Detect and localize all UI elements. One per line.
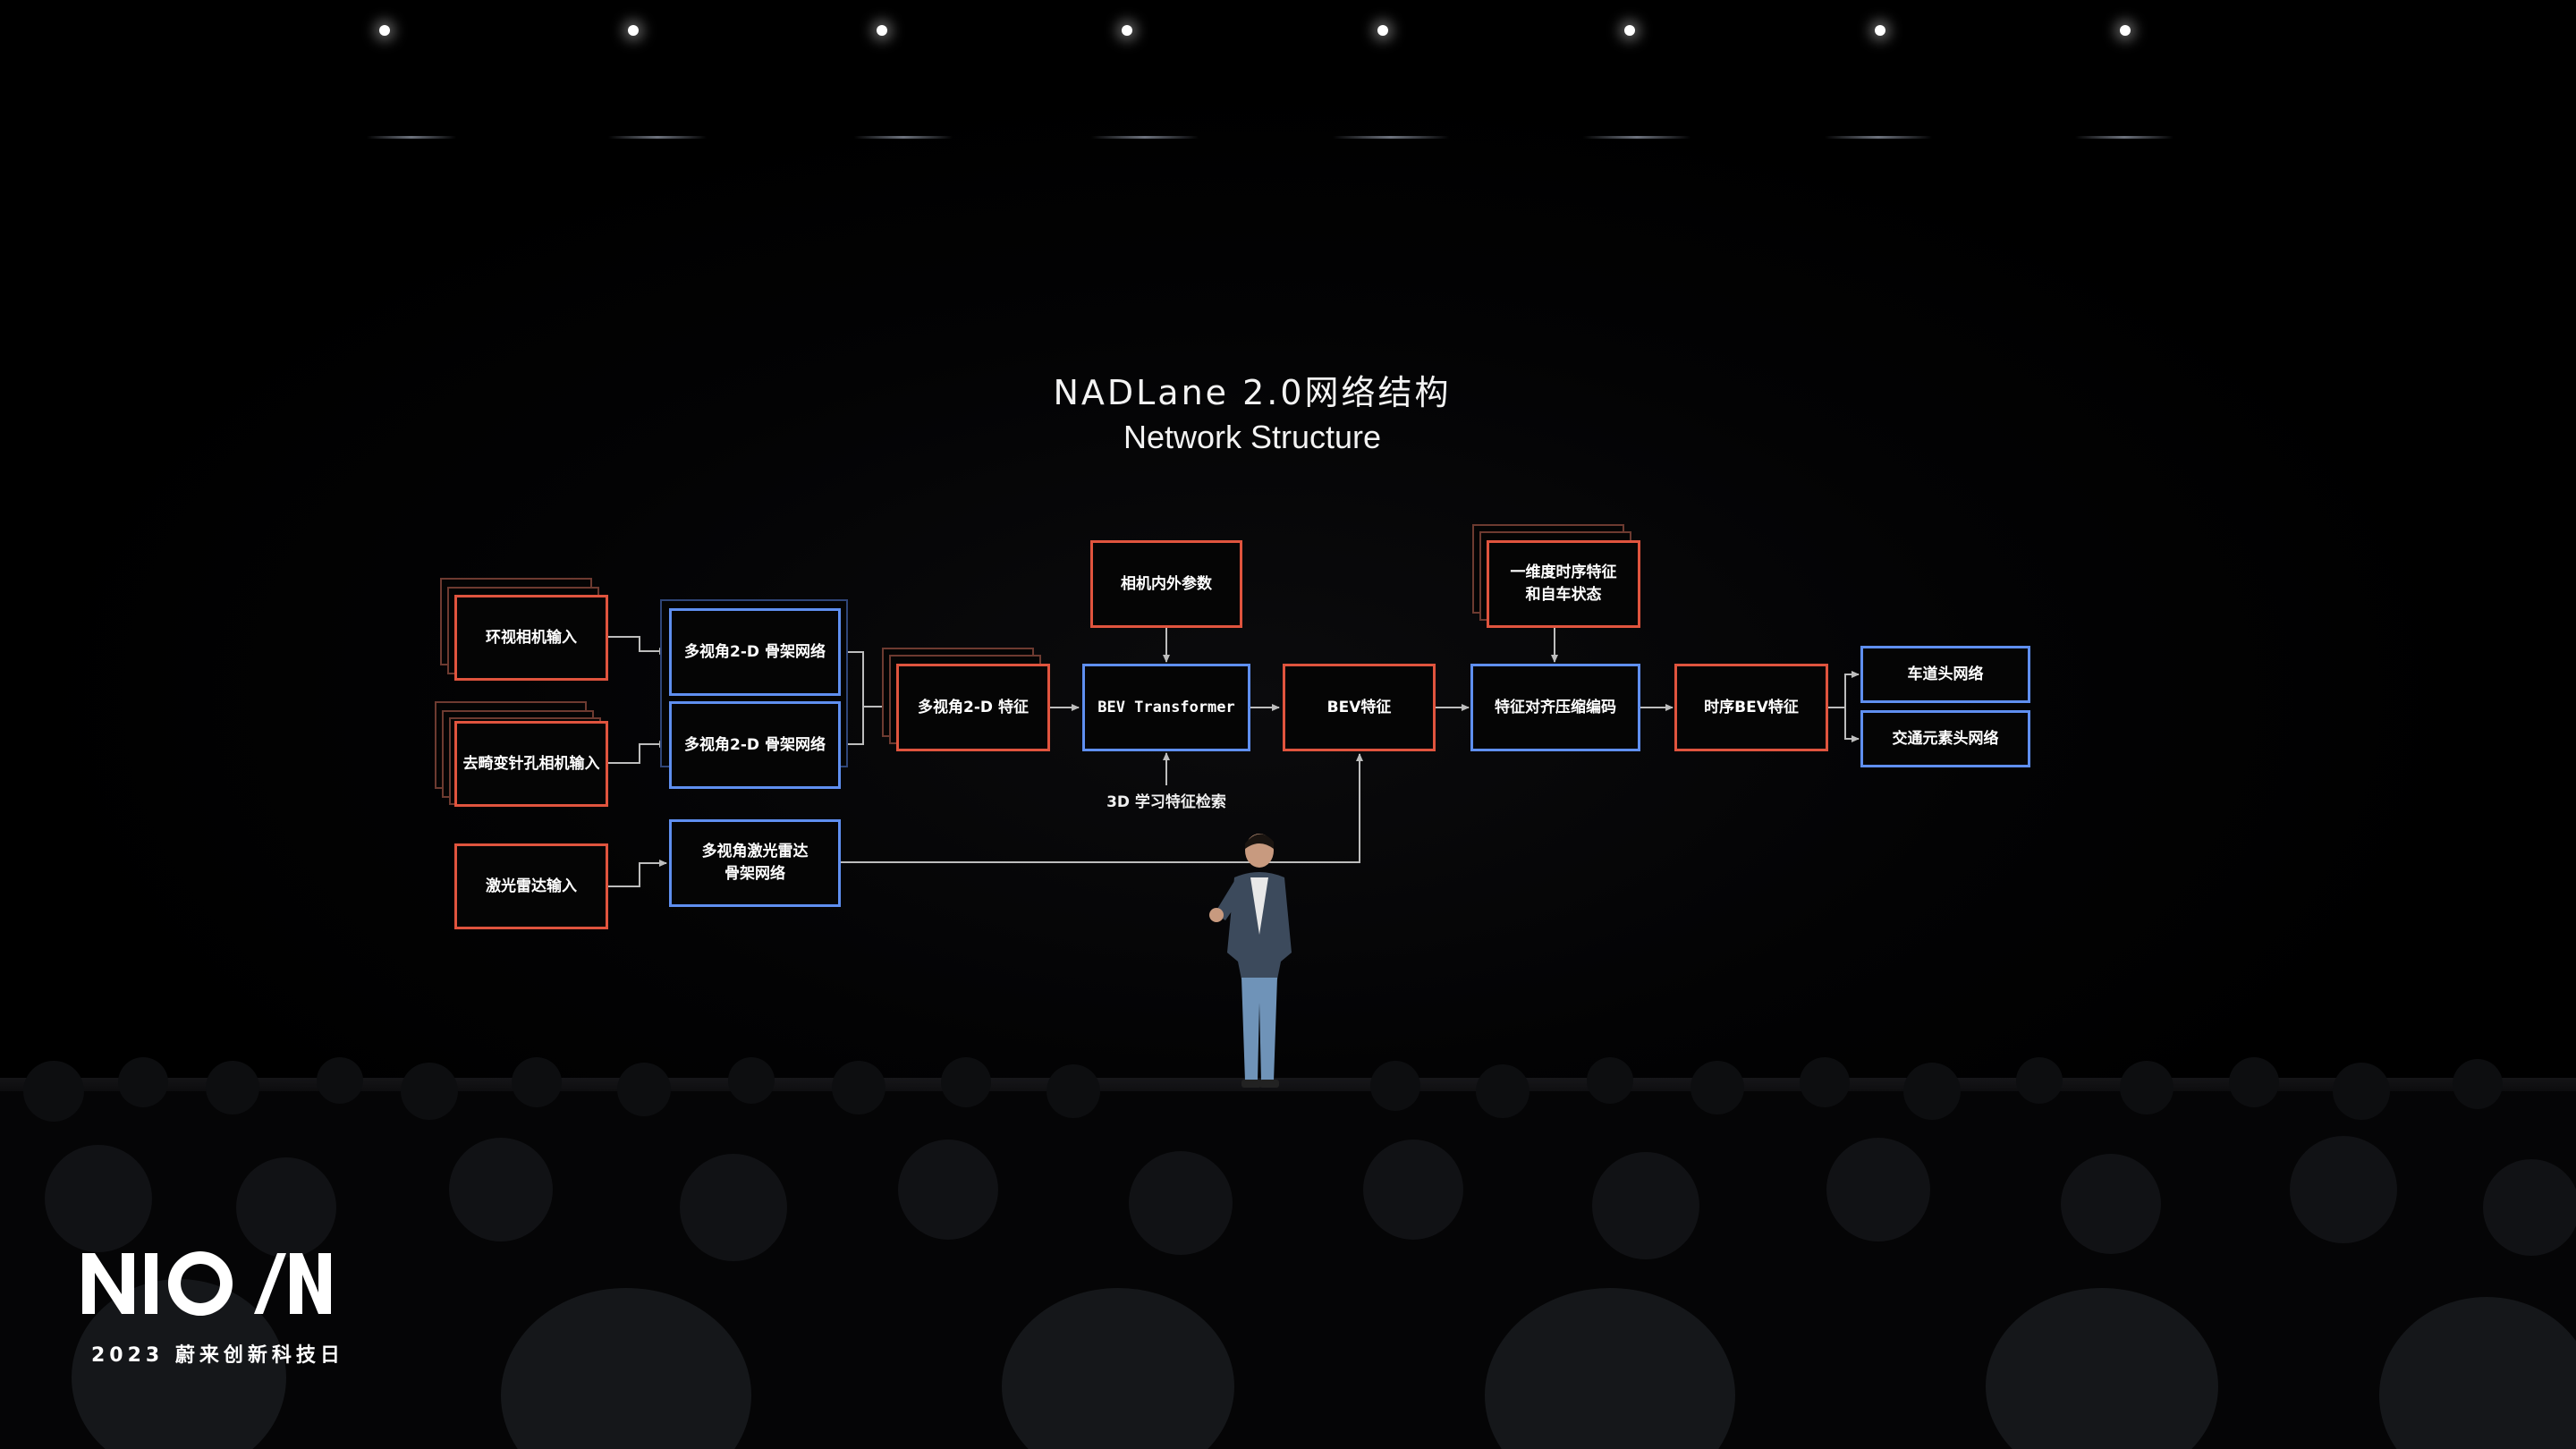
nio-in-logo-mark — [82, 1251, 331, 1316]
bev-features-box: BEV特征 — [1283, 664, 1436, 751]
slide-subtitle: Network Structure — [1123, 419, 1382, 455]
multiview-2d-features-box: 多视角2-D 特征 — [896, 664, 1050, 751]
audience-silhouettes — [0, 1057, 2576, 1449]
truss-light — [2075, 136, 2174, 139]
truss-light — [1091, 136, 1199, 139]
connector-line — [841, 651, 894, 710]
surround-camera-input-box: 环视相机输入 — [454, 595, 608, 681]
connector-line — [1828, 671, 1860, 708]
connector-line — [608, 636, 667, 655]
connector-line — [841, 707, 864, 745]
lane-head-network-box: 车道头网络 — [1860, 646, 2030, 703]
truss-light — [1583, 136, 1690, 139]
nio-in-logo — [79, 1248, 338, 1332]
connector-line — [841, 753, 1363, 863]
slide-title: NADLane 2.0网络结构 — [1053, 373, 1452, 412]
camera-params-box: 相机内外参数 — [1090, 540, 1242, 628]
connector-line — [608, 741, 667, 764]
ceiling-light — [379, 25, 390, 36]
ceiling-light — [1377, 25, 1388, 36]
traffic-element-head-network-box: 交通元素头网络 — [1860, 710, 2030, 767]
undistorted-pinhole-camera-input-box: 去畸变针孔相机输入 — [454, 721, 608, 807]
ceiling-light — [1875, 25, 1885, 36]
truss-light — [367, 136, 456, 139]
truss-light — [1333, 136, 1449, 139]
feature-align-compress-encoder-box: 特征对齐压缩编码 — [1470, 664, 1640, 751]
truss-light — [854, 136, 953, 139]
temporal-features-ego-state-box: 一维度时序特征 和自车状态 — [1487, 540, 1640, 628]
bev-transformer-box: BEV Transformer — [1082, 664, 1250, 751]
truss-light — [1825, 136, 1932, 139]
ceiling-light — [1122, 25, 1132, 36]
ceiling-light — [1624, 25, 1635, 36]
ceiling-light — [877, 25, 887, 36]
connector-line — [1844, 708, 1860, 742]
truss-light — [608, 136, 707, 139]
event-name: 2023 蔚来创新科技日 — [91, 1344, 344, 1367]
ceiling-light — [2120, 25, 2131, 36]
lidar-input-box: 激光雷达输入 — [454, 843, 608, 929]
speaker-figure — [1209, 834, 1292, 1088]
multiview-2d-backbone-box: 多视角2-D 骨架网络 — [669, 701, 841, 789]
learned-3d-feature-retrieval-label: 3D 学习特征检索 — [1106, 793, 1226, 811]
temporal-bev-features-box: 时序BEV特征 — [1674, 664, 1828, 751]
multiview-lidar-backbone-box: 多视角激光雷达 骨架网络 — [669, 819, 841, 907]
multiview-2d-backbone-box: 多视角2-D 骨架网络 — [669, 608, 841, 696]
ceiling-light — [628, 25, 639, 36]
connector-line — [608, 860, 667, 887]
